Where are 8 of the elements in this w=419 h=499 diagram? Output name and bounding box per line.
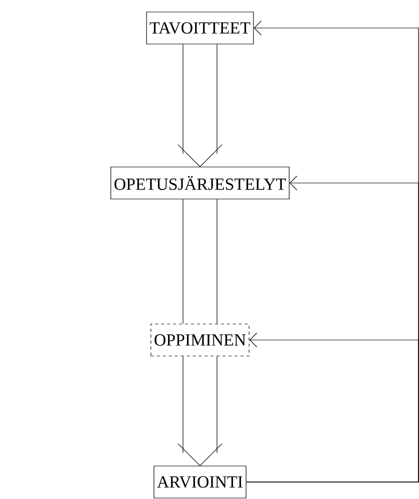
double-arrow [178, 356, 222, 466]
text-box: OPETUSJÄRJESTELYT [110, 166, 290, 200]
feedback-arrow [246, 332, 419, 482]
text-box: TAVOITTEET [146, 12, 254, 44]
double-arrow [178, 44, 222, 168]
double-line [182, 199, 218, 324]
text-box: ARVIOINTI [154, 466, 246, 498]
dashed-box: OPPIMINEN [150, 324, 250, 356]
